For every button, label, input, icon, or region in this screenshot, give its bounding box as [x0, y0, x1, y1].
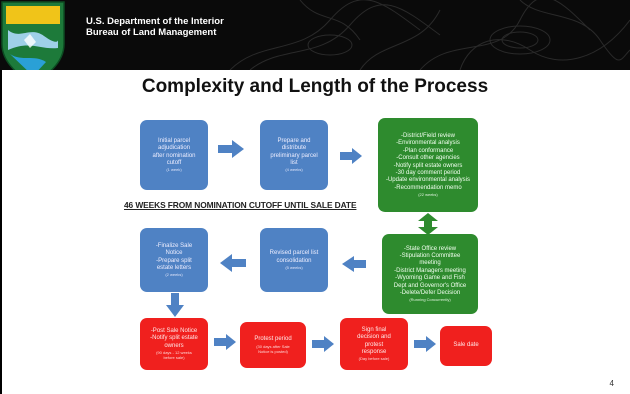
- step-duration: (5 weeks): [285, 264, 303, 270]
- arrow-down-icon: [166, 293, 184, 317]
- step-sale-date: Sale date: [440, 326, 492, 366]
- step-state-office-review: -State Office review -Stipulation Commit…: [382, 234, 478, 314]
- step-text: -Post Sale Notice -Notify split estate o…: [150, 327, 198, 349]
- slide-title: Complexity and Length of the Process: [141, 76, 489, 97]
- step-duration: (1 week): [166, 167, 182, 173]
- arrow-right-icon: [340, 148, 362, 164]
- step-text: Prepare and distribute preliminary parce…: [270, 137, 318, 166]
- step-post-sale-notice: -Post Sale Notice -Notify split estate o…: [140, 318, 208, 370]
- step-protest-period: Protest period(30 days after Sale Notice…: [240, 322, 306, 368]
- step-duration: (30 days after Sale Notice is posted): [256, 343, 290, 354]
- page-number: 4: [609, 379, 614, 388]
- arrow-up-down-icon: [418, 213, 438, 235]
- step-sign-final-decision: Sign final decision and protest response…: [340, 318, 408, 370]
- step-duration: (Running Concurrently): [409, 297, 451, 303]
- left-edge-bar: [0, 70, 2, 394]
- slide-header: U.S. Department of the Interior Bureau o…: [0, 0, 630, 70]
- step-revised-parcel-list: Revised parcel list consolidation(5 week…: [260, 228, 328, 292]
- step-duration: (2 weeks): [165, 272, 183, 278]
- agency-name: U.S. Department of the Interior Bureau o…: [86, 16, 224, 38]
- step-text: Protest period: [254, 336, 292, 343]
- step-duration: (22 weeks): [418, 192, 438, 198]
- step-text: Initial parcel adjudication after nomina…: [152, 137, 196, 166]
- topographic-background: [229, 0, 630, 70]
- blm-logo: [1, 1, 65, 70]
- arrow-left-icon: [220, 254, 246, 272]
- step-text: Sign final decision and protest response: [357, 326, 391, 355]
- step-finalize-sale-notice: -Finalize Sale Notice -Prepare split est…: [140, 228, 208, 292]
- agency-line-1: U.S. Department of the Interior: [86, 16, 224, 27]
- step-text: -Finalize Sale Notice -Prepare split est…: [155, 242, 193, 271]
- arrow-right-icon: [414, 336, 436, 352]
- step-duration: (90 days - 12 weeks before sale): [156, 350, 192, 361]
- step-text: Sale date: [453, 342, 479, 349]
- arrow-right-icon: [218, 140, 244, 158]
- step-text: -State Office review -Stipulation Commit…: [393, 245, 467, 297]
- arrow-right-icon: [312, 336, 334, 352]
- step-text: -District/Field review -Environmental an…: [385, 132, 471, 191]
- step-duration: (Day before sale): [358, 356, 390, 362]
- step-duration: (4 weeks): [285, 167, 303, 173]
- step-text: Revised parcel list consolidation: [269, 250, 319, 264]
- step-preliminary-parcel-list: Prepare and distribute preliminary parce…: [260, 120, 328, 190]
- step-district-field-review: -District/Field review -Environmental an…: [378, 118, 478, 212]
- agency-line-2: Bureau of Land Management: [86, 27, 217, 38]
- arrow-left-icon: [342, 256, 366, 272]
- step-initial-adjudication: Initial parcel adjudication after nomina…: [140, 120, 208, 190]
- arrow-right-icon: [214, 334, 236, 350]
- timeline-banner: 46 WEEKS FROM NOMINATION CUTOFF UNTIL SA…: [124, 200, 357, 210]
